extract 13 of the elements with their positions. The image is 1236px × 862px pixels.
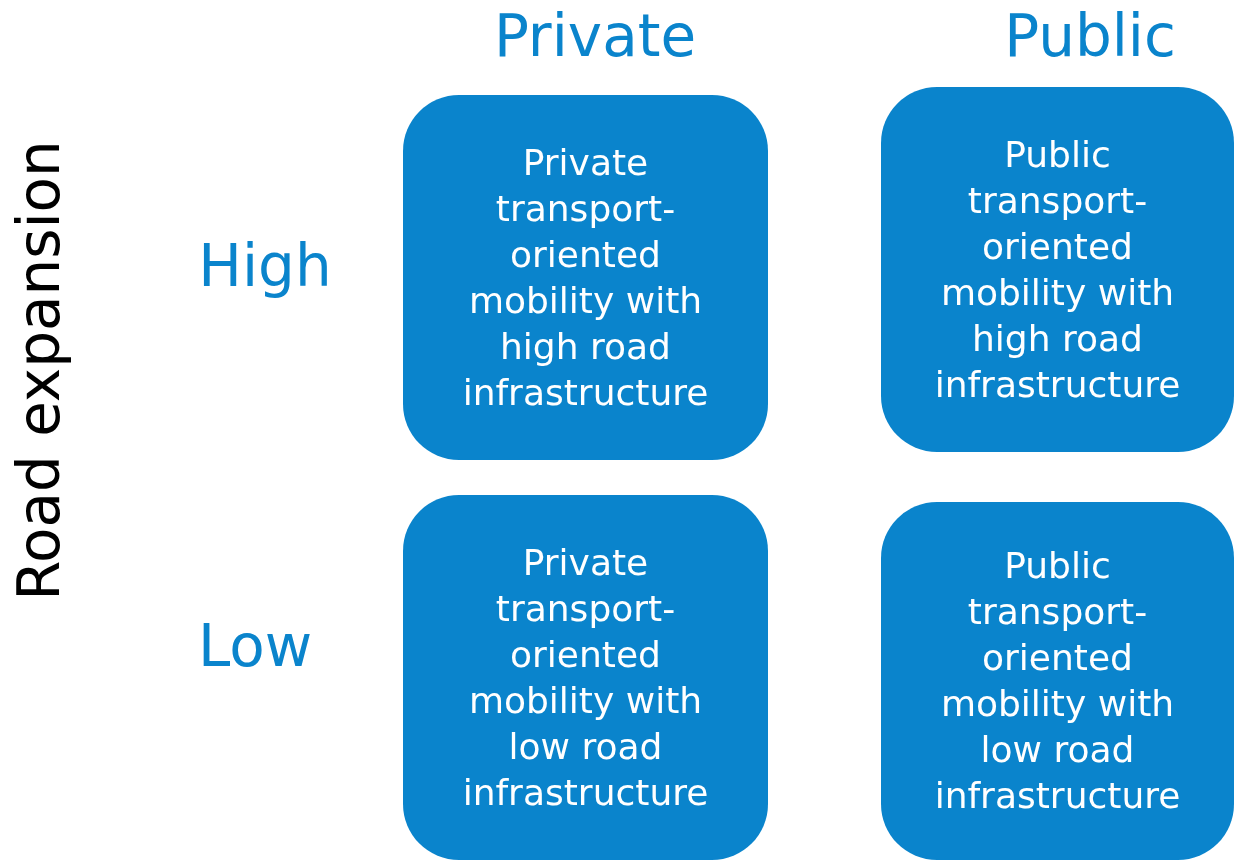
scenario-box xyxy=(403,95,768,460)
scenario-text: Public transport-oriented mobility with high road infrastructure xyxy=(933,132,1182,407)
scenario-box xyxy=(403,495,768,860)
scenario-text: Private transport-oriented mobility with low road infrastructure xyxy=(461,540,710,815)
scenario-text: Public transport-oriented mobility with low road infrastructure xyxy=(933,544,1182,818)
scenario-box xyxy=(881,502,1234,860)
row-header: Low xyxy=(196,612,314,682)
axis-label: Road expansion xyxy=(5,140,75,601)
scenario-box xyxy=(881,87,1234,452)
row-header: High xyxy=(197,232,333,302)
column-header: Private xyxy=(492,2,698,72)
scenario-text: Private transport-oriented mobility with high road infrastructure xyxy=(461,140,710,415)
column-header: Public xyxy=(1003,2,1177,72)
